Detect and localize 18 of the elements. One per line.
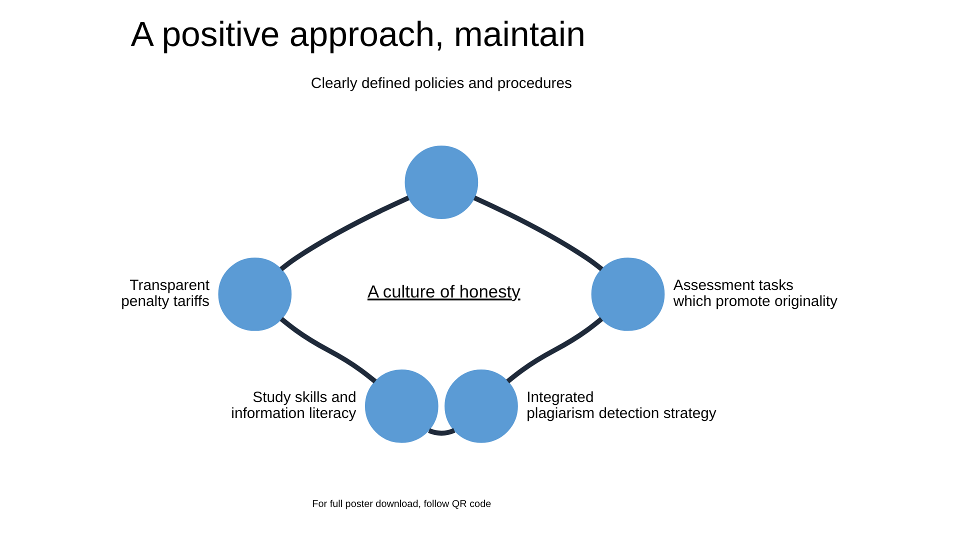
connector	[280, 317, 377, 384]
label: A culture of honesty	[367, 282, 520, 302]
connector	[428, 428, 456, 436]
node-label: Assessment tasks which promote originality	[673, 277, 838, 310]
connector	[280, 196, 410, 272]
node-label: Transparent penalty tariffs	[121, 277, 210, 310]
node-circle	[591, 258, 665, 331]
diagram-title: A positive approach, maintain	[130, 15, 586, 54]
node-circle	[444, 369, 518, 443]
connector	[473, 196, 604, 272]
connector	[506, 317, 604, 384]
label: For full poster download, follow QR code	[312, 498, 492, 510]
node-label: Study skills and information literacy	[231, 388, 356, 422]
node-circle	[404, 146, 478, 220]
node-circle	[364, 369, 438, 443]
node-label: Integrated plagiarism detection strategy	[526, 388, 716, 422]
node-label: Clearly defined policies and procedures	[310, 74, 572, 92]
node-circle	[218, 258, 292, 331]
